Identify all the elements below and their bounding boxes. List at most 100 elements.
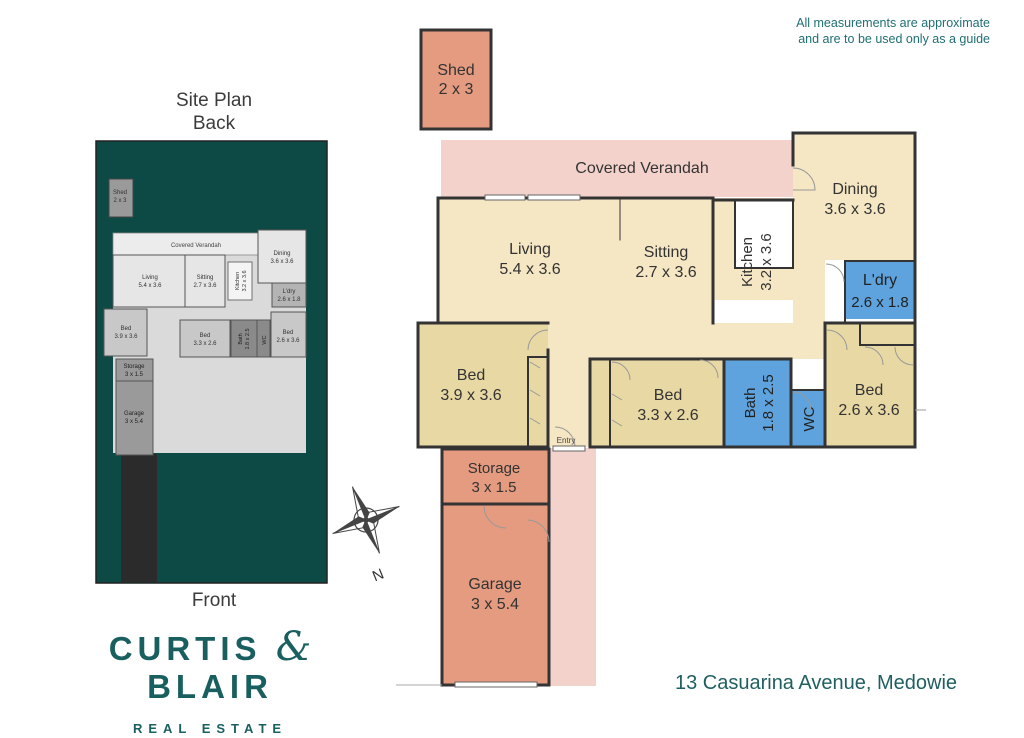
site-room-laundry-size: 2.6 x 1.8 [277, 297, 301, 303]
kitchen-name: Kitchen [739, 237, 756, 287]
site-plan-back-label: Back [192, 113, 236, 134]
storage-size: 3 x 1.5 [471, 479, 516, 496]
living-size: 5.4 x 3.6 [499, 261, 560, 278]
bath-name: Bath [742, 388, 759, 419]
laundry-name: L'dry [863, 272, 897, 289]
site-room-bed2-size: 3.3 x 2.6 [193, 341, 217, 347]
door-bed1 [527, 329, 549, 351]
site-room-verandah-name: Covered Verandah [171, 243, 221, 249]
brand-name: CURTIS & BLAIR [40, 627, 380, 706]
site-room-storage-size: 3 x 1.5 [125, 372, 144, 378]
site-room-shed-name: Shed [113, 190, 127, 196]
entry-label: Entry [557, 436, 576, 445]
brand-logo: CURTIS & BLAIR REAL ESTATE [40, 627, 380, 738]
bed3-name: Bed [855, 382, 883, 399]
floor-living-sitting [438, 198, 713, 323]
laundry-size: 2.6 x 1.8 [851, 294, 909, 311]
site-room-kitchen-name: Kitchen [235, 272, 241, 290]
wall-dining-outer [791, 131, 917, 449]
site-room-bath-size: 1.8 x 2.5 [245, 328, 251, 349]
door-bed3 [826, 329, 848, 351]
site-room-laundry [271, 282, 307, 308]
door-bed2-b [699, 359, 719, 379]
site-room-wc-name: WC [262, 335, 268, 344]
living-name: Living [509, 241, 551, 258]
disclaimer: All measurements are approximate and are… [750, 15, 990, 47]
site-room-storage-name: Storage [123, 364, 145, 370]
doors [483, 167, 914, 543]
wc-name: WC [801, 406, 818, 431]
site-room-dining-name: Dining [273, 251, 290, 257]
compass-north-label: N [370, 566, 386, 586]
room-bed-3 [825, 323, 915, 447]
wall-shed [419, 28, 493, 131]
window-living-1 [484, 194, 526, 201]
sitting-name: Sitting [644, 244, 688, 261]
site-room-living-name: Living [142, 275, 158, 281]
room-laundry [845, 261, 915, 319]
site-room-bed1 [103, 308, 148, 357]
disclaimer-line-1: All measurements are approximate [796, 16, 990, 30]
site-room-bed2 [179, 319, 231, 358]
door-entry [554, 426, 576, 448]
door-garage [483, 505, 507, 529]
kitchen-size: 3.2 x 3.6 [758, 233, 775, 291]
window-garage [454, 681, 538, 688]
robe-doors-bed2 [611, 393, 623, 427]
covered-verandah-label: Covered Verandah [575, 160, 708, 177]
walls [416, 28, 917, 687]
brand-name-curtis: CURTIS [108, 630, 262, 667]
site-room-sitting-size: 2.7 x 3.6 [193, 283, 217, 289]
garage-size: 3 x 5.4 [471, 596, 519, 613]
site-room-kitchen [227, 261, 253, 301]
site-room-bed1-name: Bed [121, 326, 132, 332]
site-driveway [121, 454, 157, 582]
site-room-garage [115, 380, 154, 456]
site-room-bed2-name: Bed [200, 333, 211, 339]
wall-laundry [844, 260, 916, 324]
brand-name-blair: BLAIR [147, 668, 273, 705]
site-room-sitting-name: Sitting [197, 275, 214, 281]
robe-doors-bed3 [864, 346, 914, 366]
storage-name: Storage [468, 460, 521, 477]
kitchen-bench-gap [713, 300, 793, 323]
bed2-name: Bed [654, 387, 682, 404]
door-garage-b [527, 519, 550, 543]
site-room-bed1-size: 3.9 x 3.6 [114, 334, 138, 340]
site-room-garage-name: Garage [124, 411, 145, 417]
floor-hallway [548, 323, 826, 359]
main-floor-plan: Covered Verandah Shed 2 x 3 [396, 28, 926, 688]
site-room-sitting [184, 254, 226, 308]
floor-entry [548, 355, 590, 447]
window-entry [552, 445, 586, 452]
site-room-shed-size: 2 x 3 [113, 198, 127, 204]
robe-doors-bed1 [529, 361, 541, 425]
bed2-size: 3.3 x 2.6 [637, 407, 698, 424]
door-bed2 [611, 361, 631, 381]
site-room-living-size: 5.4 x 3.6 [138, 283, 162, 289]
side-path [550, 448, 596, 686]
wall-bed1-outer [416, 321, 550, 449]
site-room-bed3-name: Bed [283, 330, 294, 336]
door-laundry [825, 263, 845, 283]
shed-size: 2 x 3 [439, 81, 474, 98]
wall-bed2-outer [588, 357, 917, 449]
brand-ampersand: & [275, 624, 312, 670]
garage-name: Garage [468, 576, 521, 593]
site-room-kitchen-size: 3.2 x 3.6 [242, 270, 248, 291]
site-room-bath [230, 319, 258, 358]
room-bed-1 [418, 323, 548, 447]
site-room-living [112, 254, 186, 308]
room-storage [442, 449, 549, 504]
floor-dining [793, 133, 915, 260]
window-living-2 [527, 194, 581, 201]
room-garage [442, 504, 549, 685]
room-covered-verandah [441, 140, 793, 197]
compass-rose-icon [332, 486, 400, 554]
site-room-garage-size: 3 x 5.4 [125, 419, 144, 425]
bath-size: 1.8 x 2.5 [760, 374, 777, 432]
brand-tagline: REAL ESTATE [132, 721, 288, 736]
shed-name: Shed [437, 62, 474, 79]
site-room-dining-size: 3.6 x 3.6 [270, 259, 294, 265]
